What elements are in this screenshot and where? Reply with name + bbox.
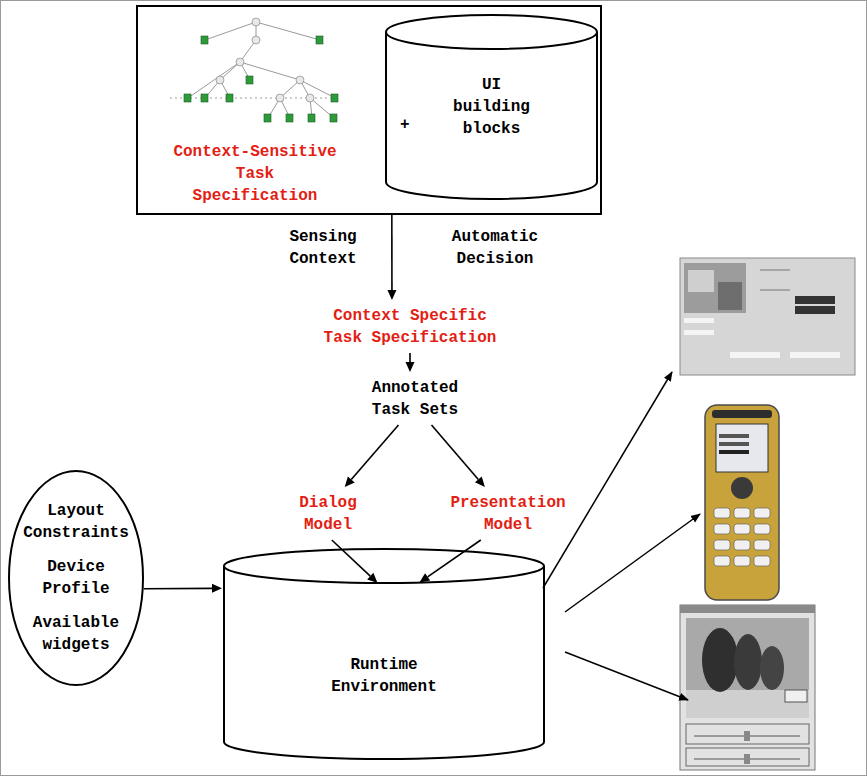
task-spec-caption: Context-Sensitive Task Specification	[150, 135, 360, 213]
flow-arrow	[405, 353, 414, 372]
arrow-head	[475, 476, 485, 487]
outer-box: + Context-Sensitive Task Specification UI …	[136, 5, 602, 215]
node-text: UI building blocks	[447, 74, 537, 140]
node-text: Dialog Model	[293, 492, 363, 536]
edge-note: Automatic Decision	[440, 226, 550, 270]
camera-ui-screenshot	[680, 605, 815, 770]
plus-sign: +	[400, 114, 410, 136]
arrow-head	[419, 573, 430, 582]
node-text: Available widgets	[16, 612, 136, 656]
arrow-head	[405, 362, 414, 372]
cylinder-outline	[223, 548, 545, 760]
arrow-head	[345, 476, 355, 487]
ui-blocks-cylinder: UI building blocks	[385, 14, 598, 200]
task-tree-illustration	[170, 22, 335, 118]
annotated-task-sets: Annotated Task Sets	[360, 375, 470, 423]
task-tree-nodes	[184, 18, 338, 122]
flow-arrow	[419, 540, 480, 583]
flow-arrow	[332, 540, 378, 583]
node-text: Annotated Task Sets	[365, 377, 465, 421]
arrow-head	[212, 584, 222, 593]
node-text: Presentation Model	[443, 492, 573, 536]
node-text: Context-Sensitive Task Specification	[170, 141, 340, 207]
presentation-model: Presentation Model	[440, 490, 576, 538]
specific-task-spec: Context Specific Task Specification	[315, 303, 505, 351]
arrow-head	[387, 290, 396, 300]
mobile-phone-screenshot	[705, 405, 779, 600]
desktop-ui-screenshot	[680, 258, 855, 375]
dialog-model: Dialog Model	[290, 490, 366, 538]
edge-note: Sensing Context	[278, 226, 368, 270]
flow-arrow	[345, 425, 399, 487]
flow-arrow	[387, 215, 396, 300]
context-circle: Layout ConstraintsDevice ProfileAvailabl…	[8, 470, 144, 686]
node-text: Layout Constraints	[16, 500, 136, 544]
runtime-cylinder: Runtime Environment	[223, 548, 545, 760]
flow-arrow	[144, 584, 222, 593]
node-text: Device Profile	[16, 556, 136, 600]
node-text: Runtime Environment	[324, 654, 444, 698]
arrow-head	[367, 573, 377, 583]
flow-arrow	[432, 425, 485, 487]
node-text: Context Specific Task Specification	[320, 305, 500, 349]
output-arrows	[543, 372, 700, 700]
